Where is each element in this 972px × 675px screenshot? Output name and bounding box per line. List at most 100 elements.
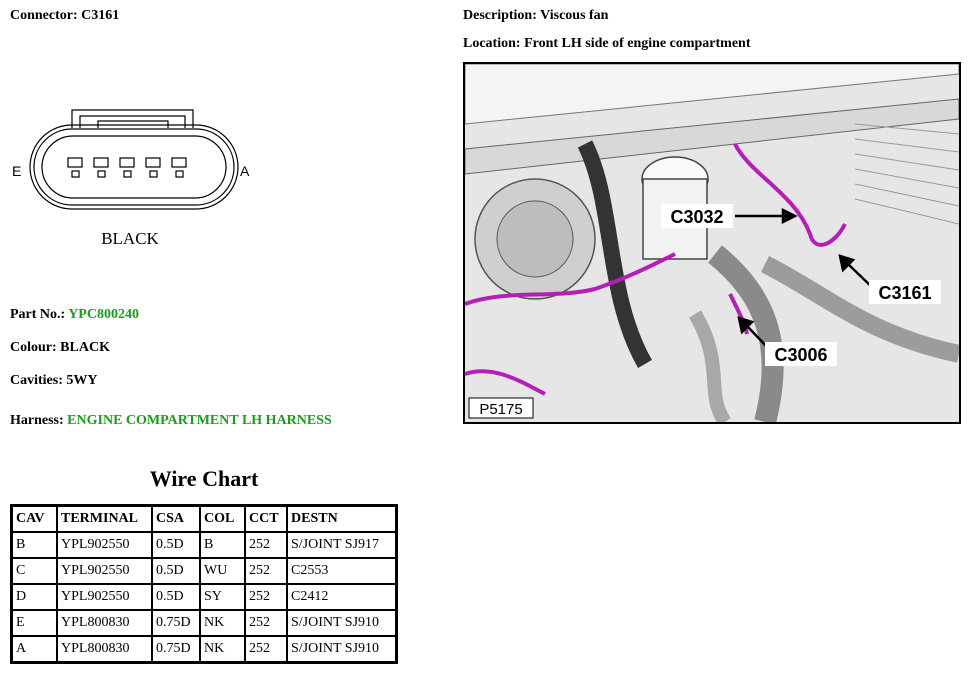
colour-value: BLACK <box>60 340 110 355</box>
wire-chart-title: Wire Chart <box>149 466 259 491</box>
cell-cav: D <box>12 584 57 610</box>
description-value: Viscous fan <box>540 8 609 23</box>
engine-bay-illustration: C3032 C3161 C3006 P5175 <box>465 64 959 422</box>
cell-cct: 252 <box>245 610 287 636</box>
part-no-label: Part No.: <box>10 307 66 322</box>
end-label-right: A <box>240 163 250 179</box>
cavity-d-upper <box>93 157 109 168</box>
cavity-e-upper <box>67 157 83 168</box>
fan-hub <box>496 200 574 278</box>
cell-cav: A <box>12 636 57 662</box>
cell-cav: E <box>12 610 57 636</box>
callout-c3006: C3006 <box>774 345 827 365</box>
housing-colour-label: BLACK <box>101 229 159 248</box>
cell-destn: S/JOINT SJ910 <box>287 610 396 636</box>
description-line: Description: Viscous fan <box>463 8 608 24</box>
cell-csa: 0.75D <box>152 610 200 636</box>
connector-housing-outline-inner <box>33 128 235 206</box>
cell-terminal: YPL800830 <box>57 610 152 636</box>
harness-label: Harness: <box>10 413 64 428</box>
cavity-a-lower <box>175 170 184 178</box>
callout-c3161-box <box>869 280 941 304</box>
cell-destn: C2553 <box>287 558 396 584</box>
connector-latch-outer <box>71 109 194 128</box>
connector-housing-outline <box>29 124 239 210</box>
cavity-c-upper <box>119 157 135 168</box>
end-label-left: E <box>12 163 21 179</box>
table-row: B YPL902550 0.5D B 252 S/JOINT SJ917 <box>12 532 396 558</box>
description-label: Description: <box>463 8 537 23</box>
callout-c3161: C3161 <box>878 283 931 303</box>
callout-c3032: C3032 <box>670 207 723 227</box>
cell-col: SY <box>200 584 245 610</box>
cavities-label: Cavities: <box>10 373 63 388</box>
header-terminal: TERMINAL <box>57 506 152 532</box>
header-destn: DESTN <box>287 506 396 532</box>
header-cct: CCT <box>245 506 287 532</box>
callout-c3032-box <box>661 204 733 228</box>
cavities-value: 5WY <box>66 373 98 388</box>
wire-chart-table: CAV TERMINAL CSA COL CCT DESTN B YPL9025… <box>10 504 398 664</box>
photo-ref-box <box>468 397 534 419</box>
harness-line: Harness: ENGINE COMPARTMENT LH HARNESS <box>10 413 332 429</box>
location-label: Location: <box>463 36 521 51</box>
cavity-a-upper <box>171 157 187 168</box>
part-no-line: Part No.: YPC800240 <box>10 307 139 323</box>
cell-cct: 252 <box>245 636 287 662</box>
cell-csa: 0.75D <box>152 636 200 662</box>
cell-destn: S/JOINT SJ910 <box>287 636 396 662</box>
connector-line: Connector: C3161 <box>10 8 119 24</box>
hose-centre <box>708 245 784 422</box>
connector-label: Connector: <box>10 8 78 23</box>
cell-terminal: YPL902550 <box>57 532 152 558</box>
location-value: Front LH side of engine compartment <box>524 36 751 51</box>
cavity-b-upper <box>145 157 161 168</box>
cell-col: WU <box>200 558 245 584</box>
cavity-d-lower <box>97 170 106 178</box>
cavity-e-lower <box>71 170 80 178</box>
cell-csa: 0.5D <box>152 558 200 584</box>
colour-label: Colour: <box>10 340 57 355</box>
table-row: A YPL800830 0.75D NK 252 S/JOINT SJ910 <box>12 636 396 662</box>
header-col: COL <box>200 506 245 532</box>
cell-col: B <box>200 532 245 558</box>
cavity-c-lower <box>123 170 132 178</box>
connector-face-diagram: E A BLACK <box>12 109 250 248</box>
bonnet-panel <box>465 64 959 125</box>
table-row: C YPL902550 0.5D WU 252 C2553 <box>12 558 396 584</box>
header-cav: CAV <box>12 506 57 532</box>
cavities-line: Cavities: 5WY <box>10 373 98 389</box>
cell-cav: B <box>12 532 57 558</box>
wiring-harness <box>465 143 847 396</box>
cell-col: NK <box>200 610 245 636</box>
cavity-group <box>67 157 187 178</box>
hose-left <box>577 140 652 368</box>
location-photo: C3032 C3161 C3006 P5175 <box>463 62 961 424</box>
pipe-lower <box>688 310 731 422</box>
cell-cct: 252 <box>245 532 287 558</box>
cell-col: NK <box>200 636 245 662</box>
header-csa: CSA <box>152 506 200 532</box>
cavity-b-lower <box>149 170 158 178</box>
connector-value: C3161 <box>81 8 120 23</box>
callout-c3006-box <box>765 342 837 366</box>
cell-terminal: YPL800830 <box>57 636 152 662</box>
colour-line: Colour: BLACK <box>10 340 110 356</box>
table-row: D YPL902550 0.5D SY 252 C2412 <box>12 584 396 610</box>
cell-terminal: YPL902550 <box>57 558 152 584</box>
hose-right <box>760 255 959 363</box>
cell-destn: C2412 <box>287 584 396 610</box>
cell-cct: 252 <box>245 584 287 610</box>
radiator-fins <box>854 123 959 225</box>
harness-value: ENGINE COMPARTMENT LH HARNESS <box>67 413 332 428</box>
cell-csa: 0.5D <box>152 532 200 558</box>
photo-ref: P5175 <box>479 401 522 418</box>
table-row: E YPL800830 0.75D NK 252 S/JOINT SJ910 <box>12 610 396 636</box>
cell-cav: C <box>12 558 57 584</box>
cell-cct: 252 <box>245 558 287 584</box>
cell-destn: S/JOINT SJ917 <box>287 532 396 558</box>
connector-latch-tab <box>97 120 169 128</box>
cell-terminal: YPL902550 <box>57 584 152 610</box>
location-line: Location: Front LH side of engine compar… <box>463 36 751 52</box>
cell-csa: 0.5D <box>152 584 200 610</box>
